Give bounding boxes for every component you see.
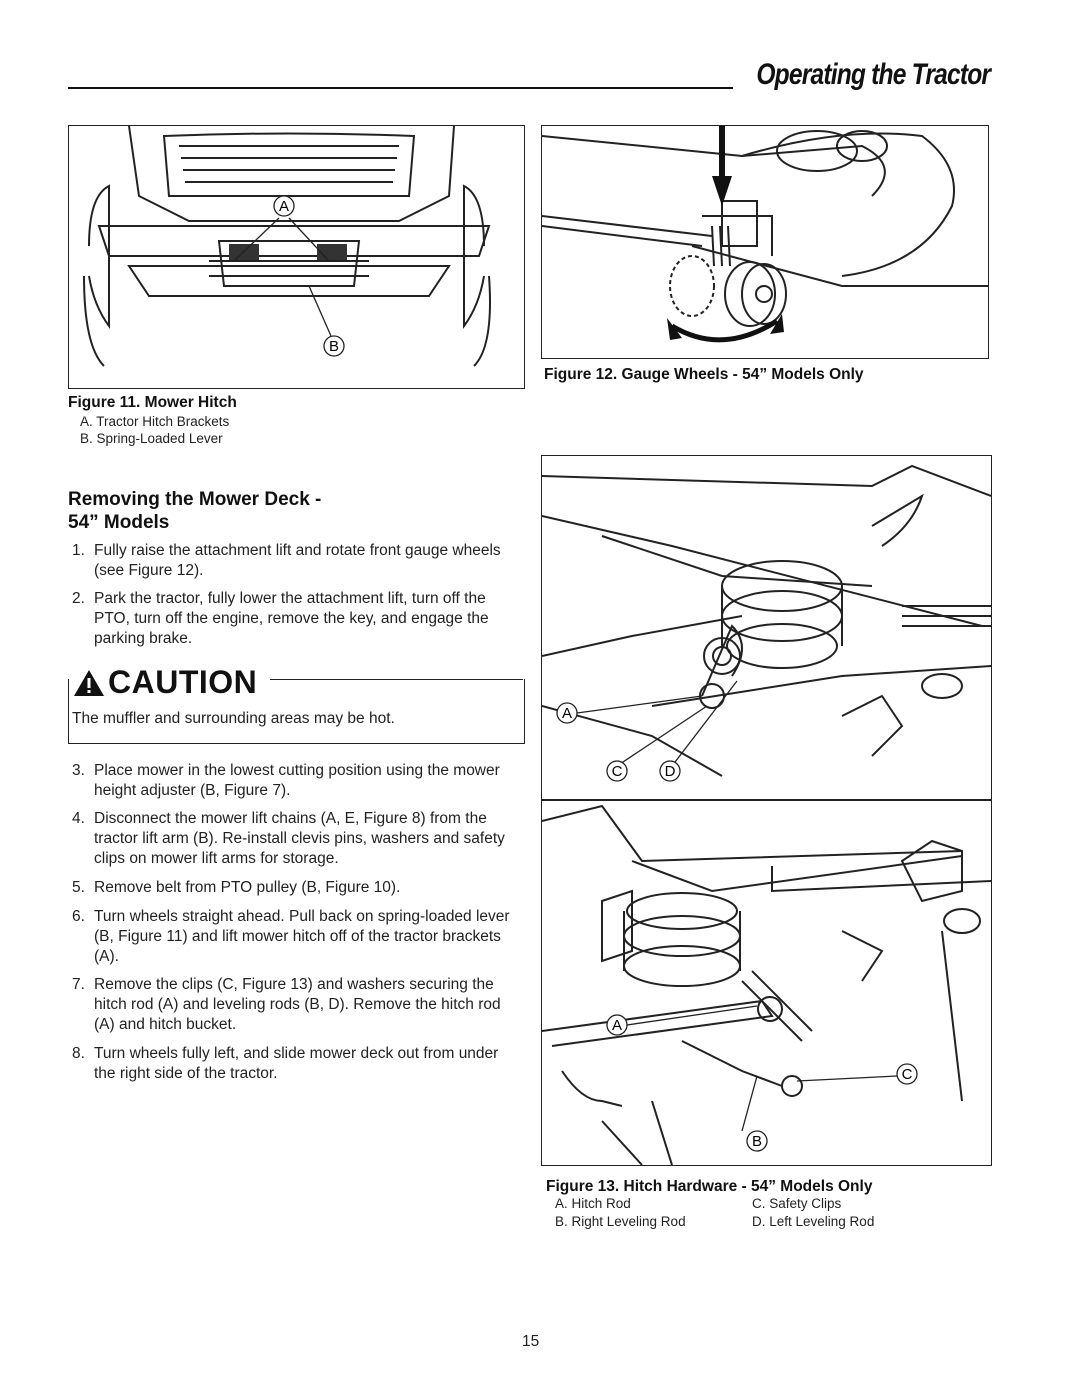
callout-b-label-bottom: B xyxy=(752,1133,762,1150)
hitch-hardware-top-drawing: A C D xyxy=(542,464,991,782)
step-4-number: 4. xyxy=(72,810,85,827)
hitch-hardware-bottom-drawing: A C B xyxy=(542,804,991,1165)
callout-a-label: A xyxy=(279,198,289,215)
caution-top-rule xyxy=(270,679,523,680)
figure-12-caption: Figure 12. Gauge Wheels - 54” Models Onl… xyxy=(544,366,864,383)
page-header-title: Operating the Tractor xyxy=(756,58,991,91)
caution-heading: CAUTION xyxy=(72,664,266,701)
callout-c-circle xyxy=(606,760,628,782)
step-7: 7. Remove the clips (C, Figure 13) and w… xyxy=(72,975,524,1035)
step-3-text: Place mower in the lowest cutting positi… xyxy=(94,762,500,799)
callout-a-circle-bottom xyxy=(606,1014,628,1036)
step-1: 1. Fully raise the attachment lift and r… xyxy=(72,541,524,581)
step-1-text: Fully raise the attachment lift and rota… xyxy=(94,542,501,579)
step-4-text: Disconnect the mower lift chains (A, E, … xyxy=(94,810,505,867)
step-7-number: 7. xyxy=(72,976,85,993)
figure-13-item-a: A. Hitch Rod xyxy=(555,1196,631,1211)
step-8-text: Turn wheels fully left, and slide mower … xyxy=(94,1045,499,1082)
figure-11-illustration: A B xyxy=(68,125,525,389)
caution-label: CAUTION xyxy=(108,664,258,700)
step-5: 5. Remove belt from PTO pulley (B, Figur… xyxy=(72,878,524,898)
step-5-text: Remove belt from PTO pulley (B, Figure 1… xyxy=(94,879,401,896)
section-heading-line-1: Removing the Mower Deck - xyxy=(68,489,322,510)
figure-13-item-d: D. Left Leveling Rod xyxy=(752,1214,875,1229)
header-rule xyxy=(68,87,733,89)
callout-c-label: C xyxy=(612,763,623,780)
step-1-number: 1. xyxy=(72,542,85,559)
step-5-number: 5. xyxy=(72,879,85,896)
caution-box xyxy=(68,679,525,744)
figure-11-item-a: A. Tractor Hitch Brackets xyxy=(80,414,230,429)
step-6-text: Turn wheels straight ahead. Pull back on… xyxy=(94,908,510,965)
figure-11-item-b: B. Spring-Loaded Lever xyxy=(80,431,223,446)
warning-triangle-icon xyxy=(74,669,104,696)
figure-11-caption: Figure 11. Mower Hitch xyxy=(68,394,237,411)
figure-13-item-c: C. Safety Clips xyxy=(752,1196,842,1211)
callout-c-label-bottom: C xyxy=(902,1066,913,1083)
callout-b-circle-bottom xyxy=(746,1130,768,1152)
callout-a-circle xyxy=(273,195,295,217)
callout-a-circle xyxy=(556,702,578,724)
figure-12-illustration xyxy=(541,125,989,359)
figure-13-caption: Figure 13. Hitch Hardware - 54” Models O… xyxy=(546,1178,873,1195)
step-2-text: Park the tractor, fully lower the attach… xyxy=(94,590,489,647)
step-4: 4. Disconnect the mower lift chains (A, … xyxy=(72,809,524,869)
gauge-wheels-drawing xyxy=(542,126,988,343)
step-6: 6. Turn wheels straight ahead. Pull back… xyxy=(72,907,524,967)
step-6-number: 6. xyxy=(72,908,85,925)
callout-c-circle-bottom xyxy=(896,1063,918,1085)
figure-13-bottom-illustration: A C B xyxy=(541,800,992,1166)
caution-text: The muffler and surrounding areas may be… xyxy=(72,710,395,727)
callout-a-label-bottom: A xyxy=(612,1017,622,1034)
section-heading-line-2: 54” Models xyxy=(68,512,170,533)
step-3: 3. Place mower in the lowest cutting pos… xyxy=(72,761,524,801)
callout-b-label: B xyxy=(329,338,339,355)
page-number: 15 xyxy=(522,1333,540,1350)
step-3-number: 3. xyxy=(72,762,85,779)
step-8: 8. Turn wheels fully left, and slide mow… xyxy=(72,1044,524,1084)
callout-d-circle xyxy=(659,760,681,782)
mower-hitch-drawing: A B xyxy=(83,126,491,367)
figure-13-top-illustration: A C D xyxy=(541,455,992,800)
callout-b-circle xyxy=(323,335,345,357)
step-8-number: 8. xyxy=(72,1045,85,1062)
step-2: 2. Park the tractor, fully lower the att… xyxy=(72,589,524,649)
step-2-number: 2. xyxy=(72,590,85,607)
callout-a-label: A xyxy=(562,705,572,722)
figure-13-item-b: B. Right Leveling Rod xyxy=(555,1214,686,1229)
callout-d-label: D xyxy=(665,763,676,780)
step-7-text: Remove the clips (C, Figure 13) and wash… xyxy=(94,976,501,1033)
